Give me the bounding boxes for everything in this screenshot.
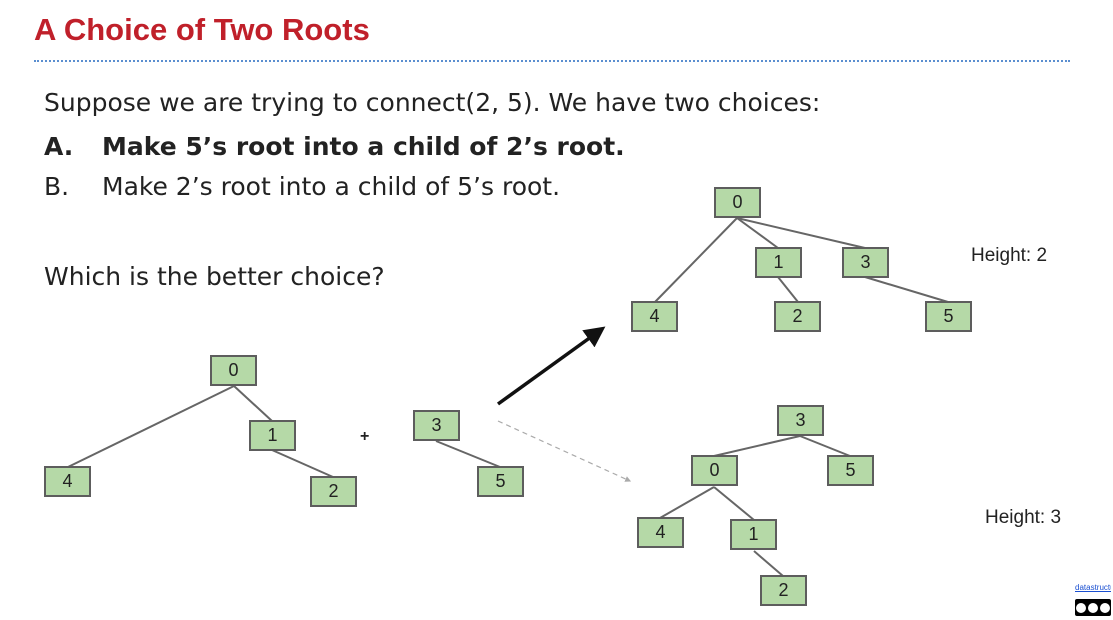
edge-a-0-1 xyxy=(736,217,779,249)
tree-node: 3 xyxy=(842,247,889,278)
edge-left-0-1 xyxy=(233,385,273,422)
edge-a-0-4 xyxy=(654,217,738,303)
tree-node: 0 xyxy=(691,455,738,486)
tree-node: 4 xyxy=(44,466,91,497)
tree-node: 3 xyxy=(777,405,824,436)
tree-node: 1 xyxy=(730,519,777,550)
height-label-bottom: Height: 3 xyxy=(985,507,1062,528)
tree-node: 4 xyxy=(631,301,678,332)
tree-node: 5 xyxy=(925,301,972,332)
tree-node: 2 xyxy=(760,575,807,606)
edge-b-0-1 xyxy=(713,486,755,521)
intro-text: Suppose we are trying to connect(2, 5). … xyxy=(44,88,821,117)
edge-a-1-2 xyxy=(777,276,799,303)
tree-node: 1 xyxy=(249,420,296,451)
choice-a-letter: A. xyxy=(44,132,74,161)
arrow-choice-b xyxy=(497,420,632,482)
creative-commons-icon xyxy=(1075,599,1111,616)
question-text: Which is the better choice? xyxy=(44,262,385,291)
tree-node: 0 xyxy=(714,187,761,218)
edge-b-1-2 xyxy=(753,550,784,577)
edge-b-3-5 xyxy=(799,435,851,457)
tree-node: 5 xyxy=(477,466,524,497)
choice-a-text: Make 5’s root into a child of 2’s root. xyxy=(102,132,625,161)
plus-sign: + xyxy=(360,428,370,445)
tree-node: 0 xyxy=(210,355,257,386)
height-label-top: Height: 2 xyxy=(971,245,1048,266)
edge-small-3-5 xyxy=(435,440,501,468)
tree-node: 1 xyxy=(755,247,802,278)
license-link[interactable]: datastructu xyxy=(1075,583,1111,592)
choice-b-text: Make 2’s root into a child of 5’s root. xyxy=(102,172,561,201)
tree-node: 5 xyxy=(827,455,874,486)
edge-b-0-4 xyxy=(659,486,715,519)
arrow-choice-a xyxy=(496,326,606,406)
edge-left-1-2 xyxy=(271,449,334,478)
edge-b-3-0 xyxy=(713,435,801,457)
edge-a-0-3 xyxy=(736,217,866,249)
choice-a: A. Make 5’s root into a child of 2’s roo… xyxy=(44,132,644,164)
tree-node: 2 xyxy=(310,476,357,507)
choice-b: B. Make 2’s root into a child of 5’s roo… xyxy=(44,172,644,204)
title-divider xyxy=(34,60,1070,62)
edge-a-3-5 xyxy=(864,276,949,303)
tree-node: 4 xyxy=(637,517,684,548)
edge-left-0-4 xyxy=(67,385,235,468)
tree-node: 2 xyxy=(774,301,821,332)
tree-node: 3 xyxy=(413,410,460,441)
choice-b-letter: B. xyxy=(44,172,70,201)
slide-title: A Choice of Two Roots xyxy=(34,12,370,47)
